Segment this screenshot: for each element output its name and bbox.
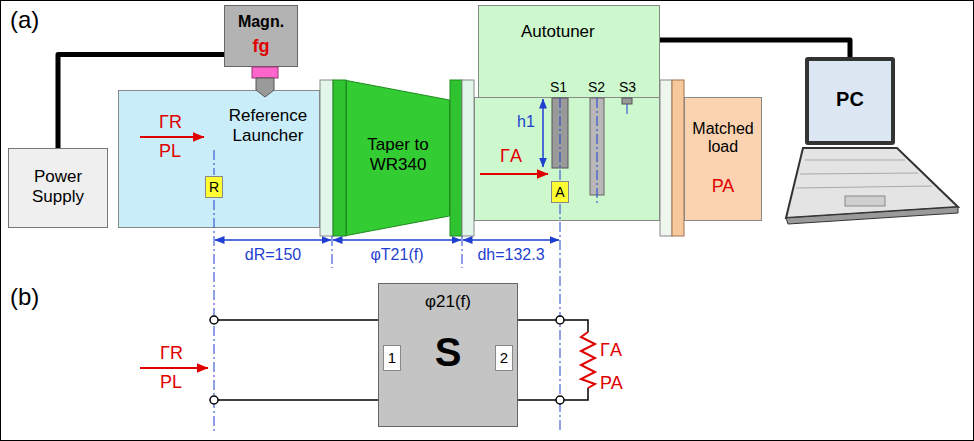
- wire: [518, 399, 556, 401]
- stub-label: S1: [550, 79, 567, 95]
- node-text: PC: [809, 88, 891, 111]
- panel-label: (a): [10, 6, 39, 34]
- reference-line: [214, 150, 215, 175]
- port-box: 2: [495, 345, 513, 371]
- taper-shape: [347, 81, 450, 236]
- taper-section: Taper to WR340: [346, 80, 450, 236]
- antenna-probe: [256, 78, 274, 97]
- node-text: ΓR: [159, 112, 182, 133]
- wave-arrow: [140, 136, 204, 138]
- s-parameter-block: φ21(f) S1 2: [378, 283, 518, 427]
- stub-axis: [597, 98, 598, 205]
- node-text: fg: [225, 36, 297, 57]
- stub-axis: [560, 98, 561, 180]
- node-text: 2: [496, 349, 512, 366]
- node-text: Power Supply: [9, 167, 107, 206]
- flange: [333, 80, 346, 236]
- node-text: Autotuner: [521, 22, 595, 42]
- flange: [320, 80, 333, 236]
- dimension-label: dh=132.3: [477, 246, 544, 264]
- node-text: Magn.: [225, 13, 297, 31]
- dimension-arrow: [333, 239, 461, 241]
- wire: [564, 388, 588, 400]
- wire: [564, 320, 588, 332]
- signal-label: ΓR: [160, 343, 183, 364]
- flange: [660, 80, 672, 236]
- load-resistor-symbol: [581, 332, 595, 388]
- node-text: Matched load: [685, 120, 761, 157]
- dimension-arrow: [463, 239, 559, 241]
- laptop-base: [786, 207, 958, 224]
- dimension-label: dR=150: [245, 246, 302, 264]
- signal-label: ΓA: [600, 340, 622, 361]
- reference-line: [332, 236, 333, 268]
- touchpad: [845, 196, 885, 206]
- reference-plane-marker: A: [551, 181, 569, 203]
- reference-line: [462, 236, 463, 268]
- node-text: Reference Launcher: [218, 106, 318, 145]
- keyboard-row: [800, 173, 918, 174]
- laptop-keyboard: [786, 148, 958, 218]
- terminal: [556, 396, 564, 404]
- node-text: 1: [384, 349, 400, 366]
- signal-label: PA: [600, 373, 623, 394]
- wire: [218, 319, 378, 321]
- terminal: [556, 316, 564, 324]
- stub-axis: [627, 104, 628, 116]
- terminal: [210, 396, 218, 404]
- node-text: S: [379, 329, 517, 375]
- wire: [218, 399, 378, 401]
- node-text: R: [206, 179, 222, 195]
- reference-line: [560, 204, 561, 432]
- dimension-label: φT21(f): [370, 246, 423, 264]
- cable-connector: [660, 40, 850, 57]
- dimension-arrow: [215, 239, 331, 241]
- reference-line: [214, 200, 215, 432]
- port-box: 1: [383, 345, 401, 371]
- wave-arrow: [140, 367, 208, 369]
- keyboard-row: [805, 160, 905, 161]
- dimension-arrow: [542, 99, 544, 167]
- dimension-label: h1: [517, 113, 535, 131]
- reference-plane-marker: R: [205, 176, 223, 198]
- stub-label: S3: [619, 79, 636, 95]
- keyboard-row: [796, 186, 932, 188]
- tuner-stub: [622, 98, 632, 104]
- signal-label: PL: [160, 372, 182, 393]
- node-text: φ21(f): [379, 292, 517, 312]
- launcher-waveguide: Reference Launcher ΓR PL R: [118, 90, 320, 228]
- terminal: [210, 316, 218, 324]
- wave-arrow: [480, 173, 548, 175]
- tuner-waveguide: ΓA A: [474, 97, 660, 221]
- flange: [462, 80, 474, 236]
- node-text: A: [552, 184, 568, 200]
- stub-label: S2: [588, 79, 605, 95]
- antenna-insulator: [252, 67, 278, 78]
- matched-load: Matched loadPA: [684, 97, 762, 221]
- tuner-stub: [552, 98, 568, 168]
- node-text: PA: [685, 176, 761, 197]
- node-text: Taper to WR340: [348, 135, 448, 174]
- pc-screen: PC: [805, 57, 895, 145]
- magnetron-box: Magn. fg: [224, 5, 298, 67]
- panel-label: (b): [10, 283, 39, 311]
- power-supply-box: Power Supply: [8, 148, 108, 228]
- wire: [518, 319, 556, 321]
- tuner-stub: [590, 98, 604, 195]
- node-text: ΓA: [500, 146, 522, 167]
- flange: [450, 80, 462, 236]
- flange: [672, 80, 684, 236]
- node-text: PL: [159, 141, 181, 162]
